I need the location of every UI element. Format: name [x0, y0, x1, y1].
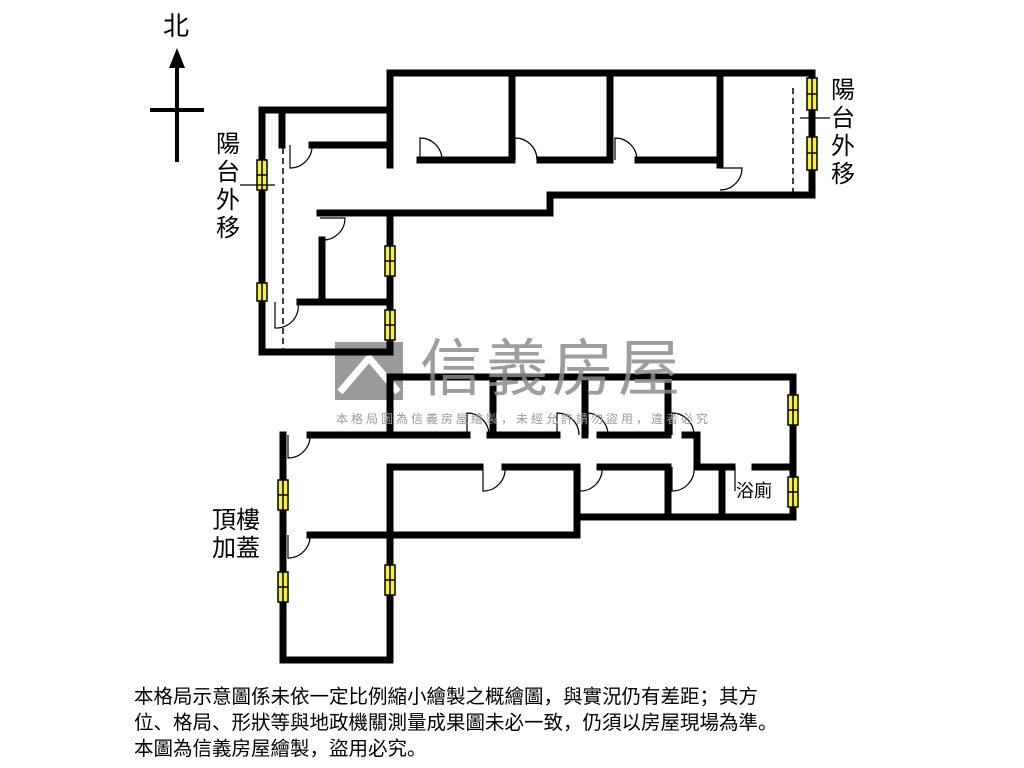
- window-icon: [277, 571, 289, 603]
- north-arrow-icon: [150, 48, 204, 162]
- watermark-brand: 信義房屋: [420, 332, 685, 405]
- window-icon: [384, 309, 396, 341]
- north-label: 北: [163, 12, 190, 42]
- window-icon: [806, 77, 818, 111]
- rooftop-addition-label: 頂樓加蓋: [212, 506, 260, 562]
- window-icon: [384, 564, 396, 596]
- disclaimer-line: 本圖為信義房屋繪製，盜用必究。: [134, 737, 427, 760]
- walls: [258, 69, 816, 664]
- doors: [274, 137, 743, 559]
- disclaimer-line: 位、格局、形狀等與地政機關測量成果圖未必一致，仍須以房屋現場為準。: [134, 711, 778, 734]
- dashed-balcony-lines: [282, 88, 794, 350]
- window-icon: [806, 136, 818, 171]
- window-icon: [277, 479, 289, 511]
- window-icon: [256, 282, 268, 302]
- balcony-leader-lines: [240, 117, 830, 186]
- watermark-notice: 本格局圖為信義房屋繪製，未經允許請勿盜用，違者必究: [336, 412, 712, 426]
- balcony-right-label: 陽台外移: [831, 76, 855, 188]
- bathroom-label: 浴廁: [736, 481, 772, 502]
- balcony-left-label: 陽台外移: [216, 130, 240, 242]
- window-icon: [787, 394, 799, 426]
- disclaimer: 本格局示意圖係未依一定比例縮小繪製之概繪圖，與實況仍有差距；其方 位、格局、形狀…: [134, 684, 778, 762]
- windows: [256, 77, 818, 603]
- disclaimer-line: 本格局示意圖係未依一定比例縮小繪製之概繪圖，與實況仍有差距；其方: [134, 685, 759, 708]
- window-icon: [384, 245, 396, 277]
- window-icon: [787, 476, 799, 508]
